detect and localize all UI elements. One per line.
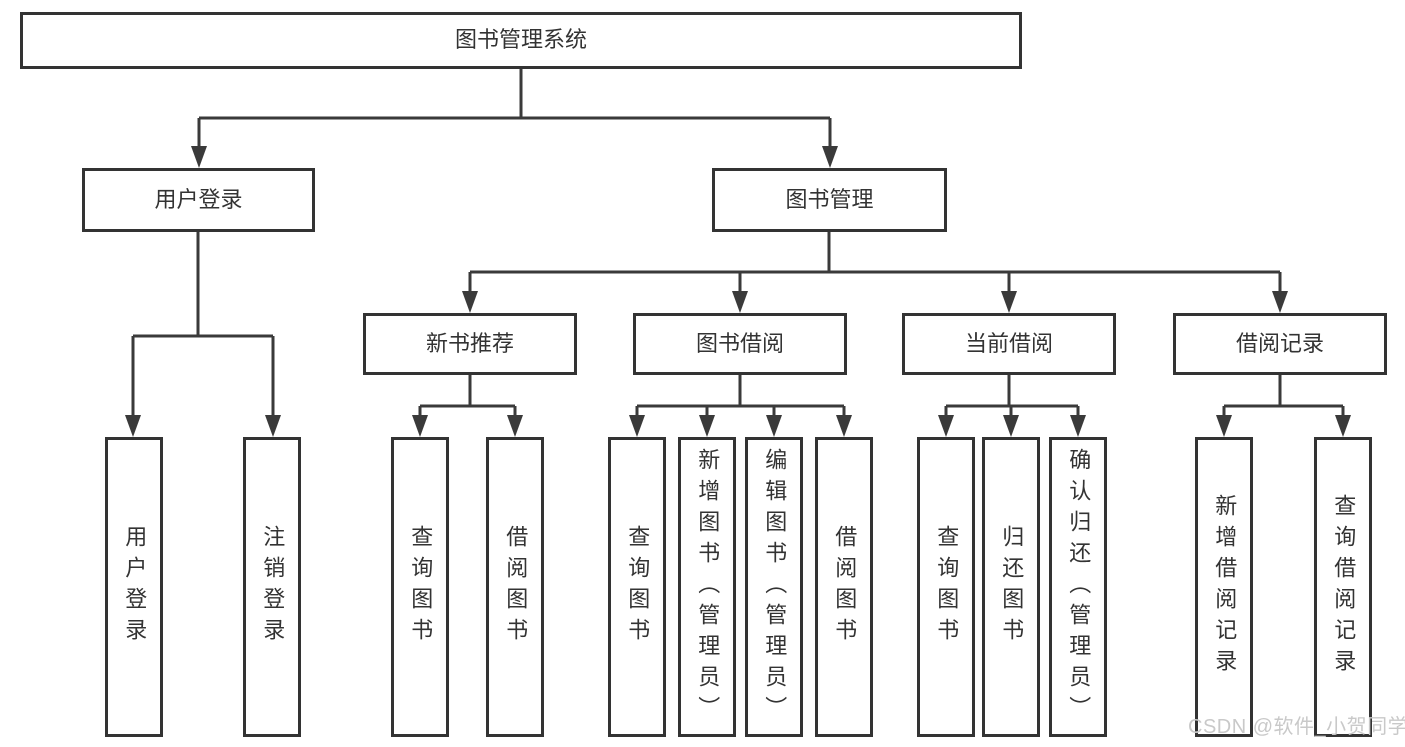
arrow-down-icon [732,291,748,313]
node-leaf-query-books-recommend: 查询图书 [391,437,449,737]
arrow-down-icon [191,146,207,168]
node-user-login: 用户登录 [82,168,315,232]
arrow-down-icon [822,146,838,168]
node-current-borrow: 当前借阅 [902,313,1116,375]
arrow-down-icon [699,415,715,437]
node-leaf-add-borrow-record: 新增借阅记录 [1195,437,1253,737]
csdn-watermark: CSDN @软件_小贺同学 [1188,716,1405,738]
node-leaf-confirm-return-admin: 确认归还（管理员） [1049,437,1107,737]
node-borrow-records: 借阅记录 [1173,313,1387,375]
arrow-down-icon [1335,415,1351,437]
arrow-down-icon [462,291,478,313]
arrow-down-icon [1001,291,1017,313]
node-leaf-add-book-admin: 新增图书（管理员） [678,437,736,737]
node-leaf-borrow-books-recommend: 借阅图书 [486,437,544,737]
node-new-book-recommend: 新书推荐 [363,313,577,375]
node-leaf-edit-book-admin: 编辑图书（管理员） [745,437,803,737]
arrow-down-icon [507,415,523,437]
node-leaf-return-book: 归还图书 [982,437,1040,737]
node-leaf-logout: 注销登录 [243,437,301,737]
node-leaf-query-borrow-record: 查询借阅记录 [1314,437,1372,737]
arrow-down-icon [766,415,782,437]
arrow-down-icon [1003,415,1019,437]
node-leaf-borrow-books: 借阅图书 [815,437,873,737]
arrow-down-icon [412,415,428,437]
arrow-down-icon [1216,415,1232,437]
node-book-management: 图书管理 [712,168,947,232]
node-leaf-query-books-current: 查询图书 [917,437,975,737]
node-leaf-user-login: 用户登录 [105,437,163,737]
arrow-down-icon [938,415,954,437]
arrow-down-icon [1272,291,1288,313]
arrow-down-icon [125,415,141,437]
node-book-borrow: 图书借阅 [633,313,847,375]
node-leaf-query-books-borrow: 查询图书 [608,437,666,737]
arrow-down-icon [265,415,281,437]
arrow-down-icon [836,415,852,437]
arrow-down-icon [1070,415,1086,437]
arrow-down-icon [629,415,645,437]
node-root-system: 图书管理系统 [20,12,1022,69]
